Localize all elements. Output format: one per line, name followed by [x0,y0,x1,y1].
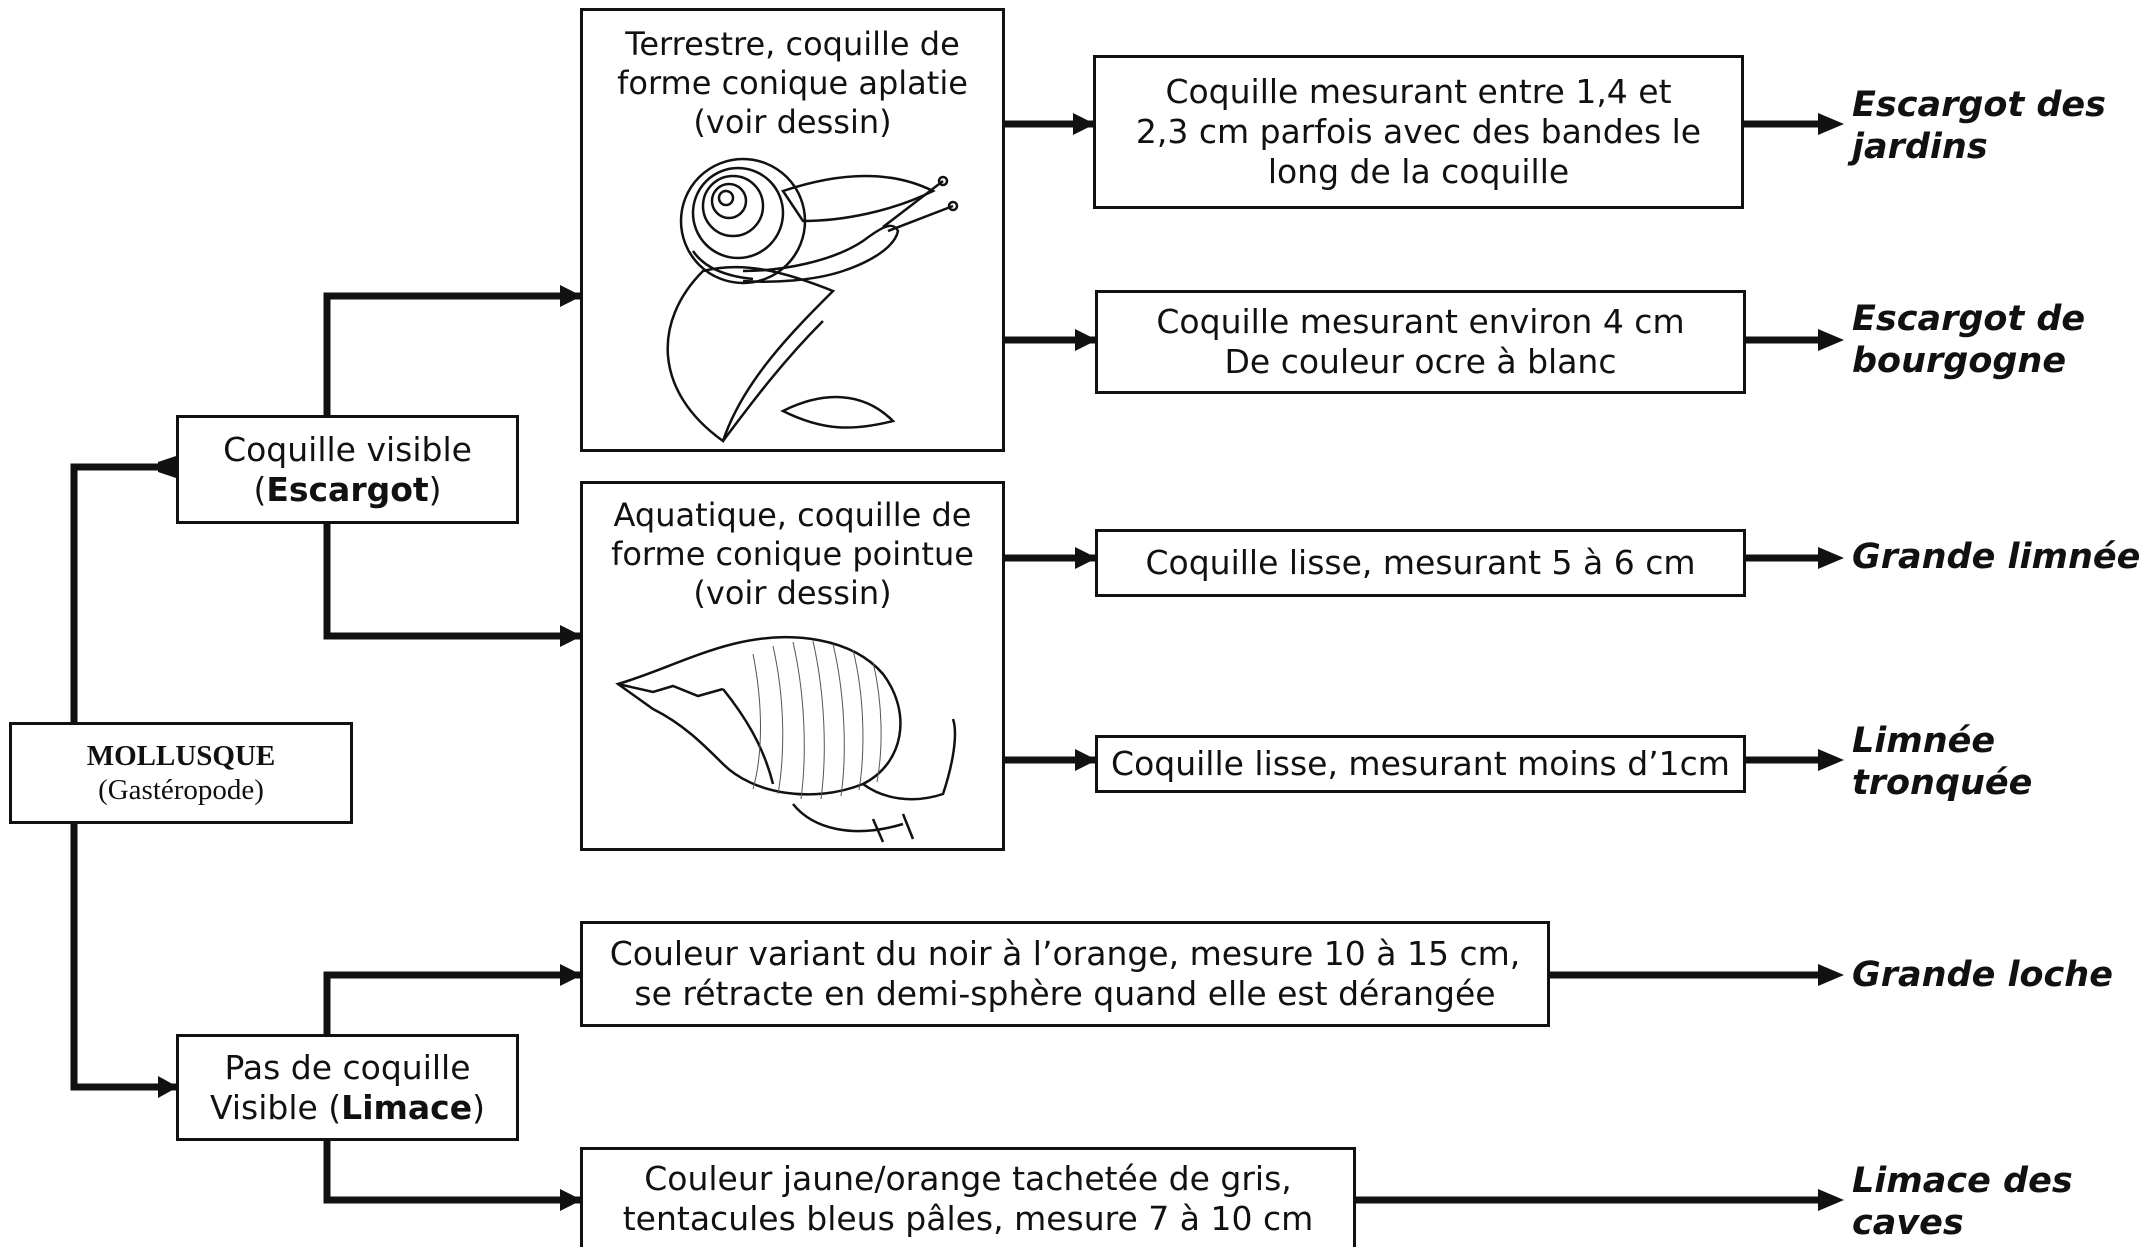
arrowhead [560,964,582,986]
arrowhead [1818,749,1844,771]
result-escargot-bourgogne: Escargot de bourgogne [1852,298,2085,382]
connector-limace-loche [327,975,580,1034]
arrowhead [1075,329,1097,351]
connector-root-limace [74,821,176,1087]
connector-root-escargot [74,467,176,725]
criteria-bourgogne: Coquille mesurant environ 4 cm De couleu… [1095,290,1746,394]
branch-escargot: Coquille visible (Escargot) [176,415,519,524]
arrowhead [560,285,582,307]
arrowhead [1818,964,1844,986]
terrestre-box: Terrestre, coquille de forme conique apl… [580,8,1005,452]
connector-escargot-terrestre [327,296,580,415]
branch-limace-line1: Pas de coquille [224,1048,470,1088]
result-escargot-jardins: Escargot des jardins [1852,84,2106,168]
aquatique-box: Aquatique, coquille de forme conique poi… [580,481,1005,851]
arrowhead [158,1076,178,1098]
arrowhead [1073,113,1095,135]
root-node: MOLLUSQUE (Gastéropode) [9,722,353,824]
arrowhead [1818,1189,1844,1211]
root-subtitle: (Gastéropode) [98,773,264,807]
branch-limace-bold: Limace [341,1088,472,1127]
criteria-jardins: Coquille mesurant entre 1,4 et 2,3 cm pa… [1093,55,1744,209]
arrowhead [1818,113,1844,135]
result-grande-loche: Grande loche [1852,954,2113,996]
branch-limace-line2: Visible (Limace) [210,1088,485,1128]
arrowhead [560,625,582,647]
arrowhead [1075,547,1097,569]
branch-escargot-line2: (Escargot) [253,470,441,510]
arrowhead [560,1189,582,1211]
connector-escargot-aquatique [327,524,580,636]
criteria-limace-caves: Couleur jaune/orange tachetée de gris, t… [580,1147,1356,1247]
arrowhead [1818,547,1844,569]
arrowhead [1818,329,1844,351]
result-limace-caves: Limace des caves [1852,1160,2073,1244]
terrestre-caption: Terrestre, coquille de forme conique apl… [583,25,1002,142]
result-grande-limnee: Grande limnée [1852,536,2140,578]
arrowhead [1075,749,1097,771]
pond-snail-illustration [613,614,993,844]
result-limnee-tronquee: Limnée tronquée [1852,720,2032,804]
criteria-limnee-tronquee: Coquille lisse, mesurant moins d’1cm [1095,735,1746,793]
branch-escargot-line1: Coquille visible [223,430,472,470]
root-title: MOLLUSQUE [87,739,276,773]
branch-limace: Pas de coquille Visible (Limace) [176,1034,519,1141]
connector-limace-caves [327,1140,580,1200]
branch-escargot-bold: Escargot [266,470,428,509]
criteria-grande-limnee: Coquille lisse, mesurant 5 à 6 cm [1095,529,1746,597]
criteria-grande-loche: Couleur variant du noir à l’orange, mesu… [580,921,1550,1027]
aquatique-caption: Aquatique, coquille de forme conique poi… [583,496,1002,613]
arrowhead [158,456,178,478]
garden-snail-illustration [633,151,973,451]
